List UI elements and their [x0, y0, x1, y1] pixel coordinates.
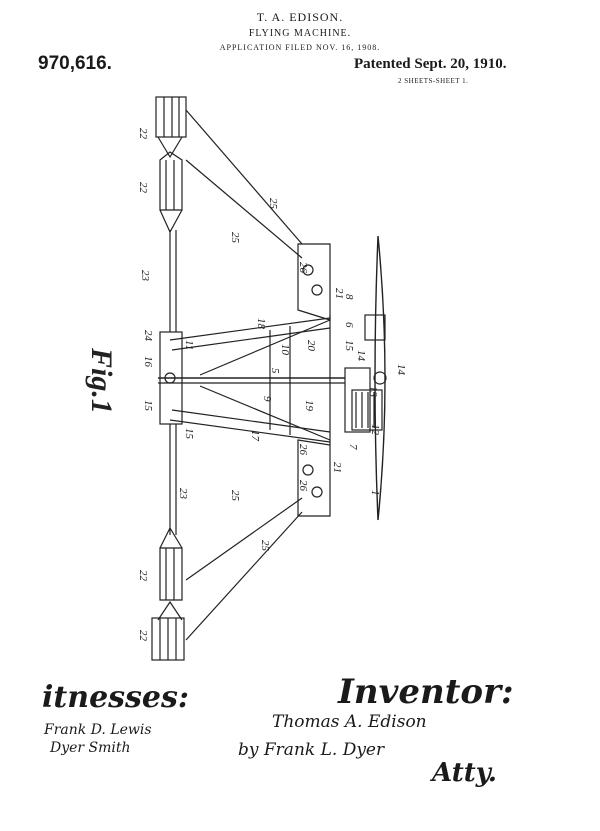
svg-text:15: 15: [142, 400, 154, 412]
svg-text:25: 25: [229, 232, 241, 244]
filing-date: APPLICATION FILED NOV. 16, 1908.: [219, 43, 381, 52]
svg-text:18: 18: [255, 318, 267, 330]
svg-text:25: 25: [229, 490, 241, 502]
svg-text:7: 7: [347, 444, 359, 450]
inventor-heading: Inventor:: [338, 672, 514, 712]
svg-text:23: 23: [177, 488, 189, 500]
svg-text:9: 9: [261, 396, 273, 402]
figure-label: Fig.1: [85, 347, 118, 414]
svg-text:25: 25: [259, 540, 271, 552]
svg-text:11: 11: [183, 340, 195, 350]
svg-text:22: 22: [137, 182, 149, 194]
svg-text:21: 21: [331, 462, 343, 473]
svg-text:19: 19: [303, 400, 315, 412]
svg-text:26: 26: [297, 262, 309, 274]
svg-text:24: 24: [142, 330, 154, 342]
inventor-name: T. A. EDISON.: [256, 10, 344, 24]
patent-number: 970,616.: [38, 53, 112, 74]
svg-text:14: 14: [395, 364, 407, 376]
attorney-line: by Frank L. Dyer: [238, 740, 385, 760]
witness-signature-2: Dyer Smith: [50, 740, 131, 756]
svg-text:25: 25: [267, 198, 279, 210]
svg-text:14: 14: [355, 350, 367, 362]
svg-text:15: 15: [183, 428, 195, 440]
svg-text:1: 1: [369, 490, 381, 496]
svg-text:20: 20: [305, 340, 317, 352]
patent-date: Patented Sept. 20, 1910.: [354, 56, 507, 72]
svg-text:26: 26: [297, 444, 309, 456]
svg-text:8: 8: [343, 294, 355, 300]
svg-text:26: 26: [297, 480, 309, 492]
svg-text:10: 10: [279, 344, 291, 356]
svg-text:15: 15: [343, 340, 355, 352]
witnesses-heading: itnesses:: [42, 680, 189, 715]
svg-text:22: 22: [137, 128, 149, 140]
svg-text:16: 16: [142, 356, 154, 368]
svg-text:22: 22: [137, 570, 149, 582]
svg-text:23: 23: [139, 270, 151, 282]
svg-text:12: 12: [369, 424, 381, 436]
witness-signature-1: Frank D. Lewis: [44, 722, 152, 738]
svg-text:13: 13: [367, 386, 379, 398]
svg-text:21: 21: [333, 288, 345, 299]
inventor-signature: Thomas A. Edison: [272, 712, 427, 732]
svg-text:6: 6: [343, 322, 355, 328]
svg-text:22: 22: [137, 630, 149, 642]
sheet-indicator: 2 SHEETS-SHEET 1.: [398, 77, 469, 85]
attorney-abbrev: Atty.: [432, 758, 497, 788]
invention-title: FLYING MACHINE.: [248, 28, 352, 39]
svg-text:5: 5: [269, 368, 281, 374]
svg-text:17: 17: [249, 430, 261, 442]
